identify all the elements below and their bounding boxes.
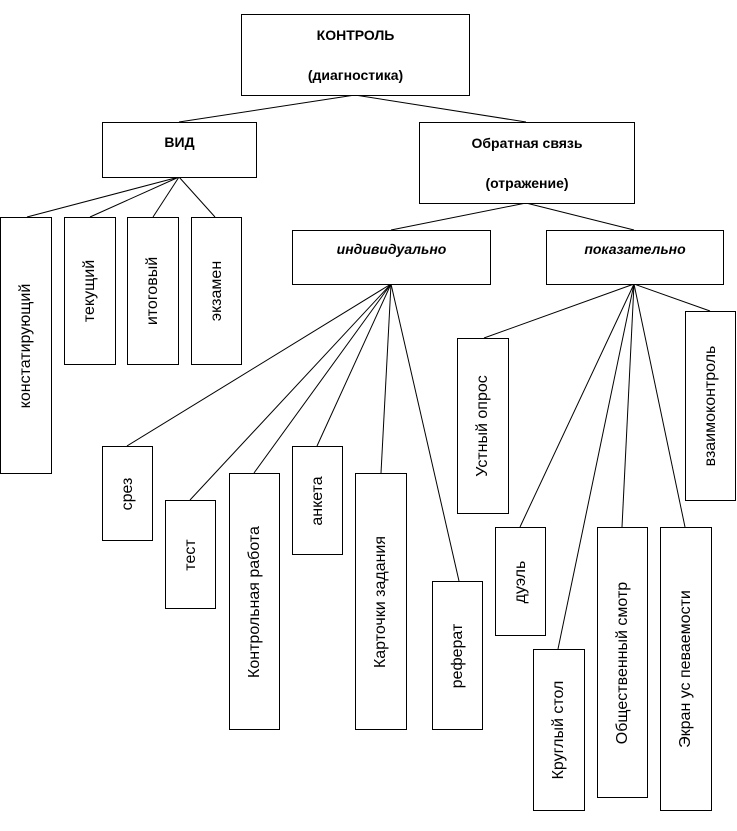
root-title: КОНТРОЛЬ	[316, 27, 395, 43]
leaf-ustnyy-opros: Устный опрос	[457, 338, 509, 514]
node-type-label: ВИД	[164, 134, 195, 150]
node-feedback: Обратная связь (отражение)	[419, 122, 635, 204]
leaf-label: текущий	[81, 259, 98, 323]
leaf-label: Карточки задания	[372, 535, 389, 668]
leaf-obshchestvennyy-smotr: Общественный смотр	[597, 527, 648, 798]
leaf-label: экзамен	[207, 260, 225, 322]
leaf-srez: срез	[102, 446, 153, 541]
link-feedback-individual	[390, 202, 527, 231]
node-demonstrative-label: показательно	[584, 241, 686, 257]
leaf-label: тест	[181, 538, 199, 571]
leaf-duel: дуэль	[495, 527, 546, 636]
leaf-kartochki-zadaniya: Карточки задания	[355, 473, 407, 730]
link-root-type	[178, 94, 356, 123]
link-individual-anketa	[316, 283, 392, 447]
leaf-ekzamen: экзамен	[191, 217, 242, 365]
leaf-anketa: анкета	[292, 446, 343, 555]
root-node-control: КОНТРОЛЬ (диагностика)	[241, 14, 470, 96]
link-demonstrative-ekran	[633, 283, 686, 528]
leaf-label: Контрольная работа	[245, 525, 263, 678]
link-demonstrative-duel	[519, 283, 635, 528]
link-individual-referat	[390, 283, 460, 582]
link-individual-srez	[126, 283, 392, 447]
link-type-ekzamen	[178, 176, 216, 218]
leaf-label: дуэль	[511, 560, 529, 603]
link-type-tekushchiy	[89, 176, 180, 218]
root-subtitle: (диагностика)	[307, 67, 404, 83]
node-demonstrative: показательно	[546, 230, 724, 285]
link-demonstrative-vzaimo	[633, 283, 711, 312]
leaf-label: Устный опрос	[474, 375, 491, 477]
leaf-test: тест	[165, 500, 216, 609]
link-feedback-demonstrative	[525, 202, 635, 231]
leaf-label: реферат	[448, 623, 466, 688]
link-root-feedback	[354, 94, 527, 123]
link-type-konstat	[26, 176, 180, 218]
node-individual-label: индивидуально	[336, 241, 447, 257]
node-feedback-subtitle: (отражение)	[485, 175, 569, 191]
node-type: ВИД	[102, 122, 257, 178]
link-individual-kartochki	[380, 283, 392, 474]
leaf-kruglyy-stol: Круглый стол	[533, 649, 585, 811]
leaf-ekran-uspevaemosti: Экран ус певаемости	[660, 527, 712, 811]
leaf-itogovyy: итоговый	[127, 217, 179, 365]
leaf-vzaimokontrol: взаимоконтроль	[685, 311, 736, 501]
link-demonstrative-obshch	[621, 283, 635, 528]
leaf-referat: реферат	[432, 581, 483, 730]
leaf-label: Общественный смотр	[613, 581, 631, 744]
link-individual-test	[189, 283, 392, 501]
link-demonstrative-ustnyy	[483, 283, 635, 339]
leaf-label: анкета	[308, 475, 326, 526]
leaf-label: взаимоконтроль	[701, 345, 719, 467]
leaf-label: констатирующий	[17, 283, 34, 408]
node-individual: индивидуально	[292, 230, 491, 285]
link-demonstrative-kruglyy	[557, 283, 635, 650]
link-type-itogovyy	[152, 176, 180, 218]
leaf-konstatiruyushchiy: констатирующий	[0, 217, 52, 474]
leaf-label: Круглый стол	[550, 680, 567, 780]
leaf-tekushchiy: текущий	[64, 217, 116, 365]
leaf-label: Экран ус певаемости	[677, 590, 694, 748]
node-feedback-title: Обратная связь	[471, 135, 583, 151]
leaf-label: срез	[118, 477, 136, 510]
link-individual-kontrolnaya	[253, 283, 392, 474]
leaf-kontrolnaya-rabota: Контрольная работа	[229, 473, 280, 730]
leaf-label: итоговый	[144, 256, 161, 326]
